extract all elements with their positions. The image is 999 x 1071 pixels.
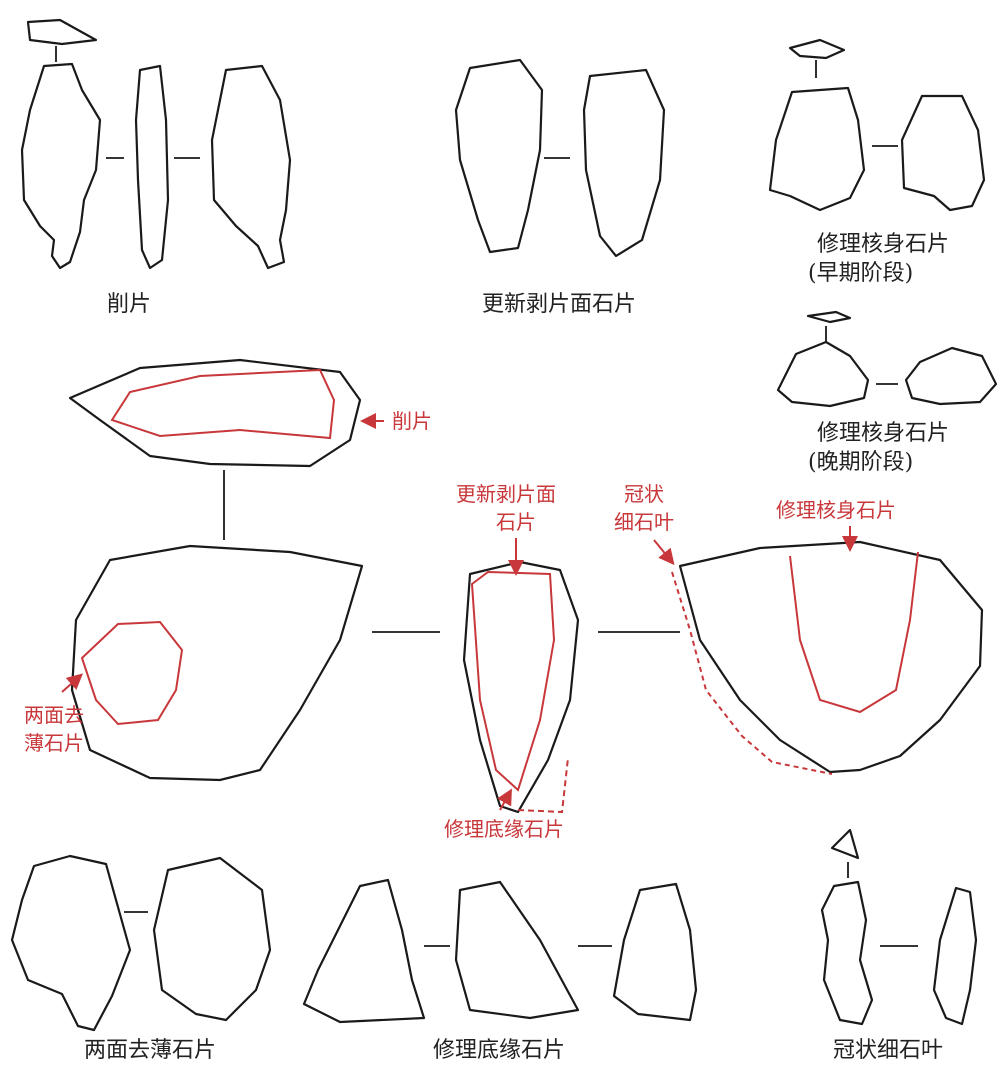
core-prep-early-drawings xyxy=(770,40,984,210)
annotation-crested-l2: 细石叶 xyxy=(614,510,674,534)
label-core-prep-late: 修理核身石片 xyxy=(817,421,949,446)
label-spall: 削片 xyxy=(107,292,151,317)
core-tablet-dorsal-view xyxy=(584,70,664,256)
platform-ventral-view xyxy=(304,880,424,1022)
late-ventral-view xyxy=(778,342,868,406)
annotation-platform-prep-text: 修理底缘石片 xyxy=(444,817,564,841)
annotation-spall-text: 削片 xyxy=(392,409,432,433)
annotation-core-prep-text: 修理核身石片 xyxy=(776,498,896,522)
annotation-crested-l1: 冠状 xyxy=(624,482,664,506)
core-tablet-ventral-view xyxy=(456,60,542,252)
thinning-ventral-view xyxy=(12,856,130,1030)
label-late-stage: (晚期阶段) xyxy=(808,450,913,475)
late-platform-view xyxy=(808,312,850,322)
annotation-thinning-l2: 薄石片 xyxy=(24,731,84,755)
platform-dorsal-view xyxy=(614,884,696,1020)
core-face-view xyxy=(672,542,982,774)
label-bifacial-thinning: 两面去薄石片 xyxy=(84,1038,216,1063)
annotation-core-prep: 修理核身石片 xyxy=(776,498,896,548)
platform-profile-view xyxy=(456,882,578,1018)
spall-profile-view xyxy=(136,66,168,268)
spall-platform-view xyxy=(28,20,96,44)
annotation-core-tablet-l1: 更新剥片面 xyxy=(456,482,556,506)
early-dorsal-view xyxy=(902,96,984,210)
label-platform-prep: 修理底缘石片 xyxy=(433,1038,565,1063)
annotation-core-tablet: 更新剥片面 石片 xyxy=(456,482,556,572)
early-ventral-view xyxy=(770,88,864,210)
annotation-crested: 冠状 细石叶 xyxy=(614,482,674,562)
spall-drawings xyxy=(22,20,290,268)
label-core-tablet: 更新剥片面石片 xyxy=(482,292,636,317)
spall-ventral-view xyxy=(22,64,100,268)
annotation-spall: 削片 xyxy=(364,409,432,433)
label-early-stage: (早期阶段) xyxy=(808,261,913,286)
thinning-flake-drawings xyxy=(12,856,270,1030)
thinning-dorsal-view xyxy=(154,858,270,1020)
crested-ventral-view xyxy=(822,882,872,1024)
core-tablet-drawings xyxy=(456,60,664,256)
wedge-core xyxy=(464,562,578,812)
core-prep-late-drawings xyxy=(778,312,996,406)
spall-dorsal-view xyxy=(212,66,290,268)
late-dorsal-view xyxy=(906,348,996,404)
crested-dorsal-view xyxy=(934,888,976,1024)
preform-top-view xyxy=(70,360,360,540)
crested-section-view xyxy=(832,830,858,858)
annotation-thinning-l1: 两面去 xyxy=(24,703,84,727)
crested-blade-drawings xyxy=(822,830,976,1024)
bifacial-preform xyxy=(72,546,362,780)
platform-prep-flake-drawings xyxy=(304,880,696,1022)
early-platform-view xyxy=(790,40,844,58)
label-crested-blade: 冠状细石叶 xyxy=(833,1038,943,1063)
annotation-core-tablet-l2: 石片 xyxy=(496,510,536,534)
label-core-prep-early: 修理核身石片 xyxy=(817,232,949,257)
